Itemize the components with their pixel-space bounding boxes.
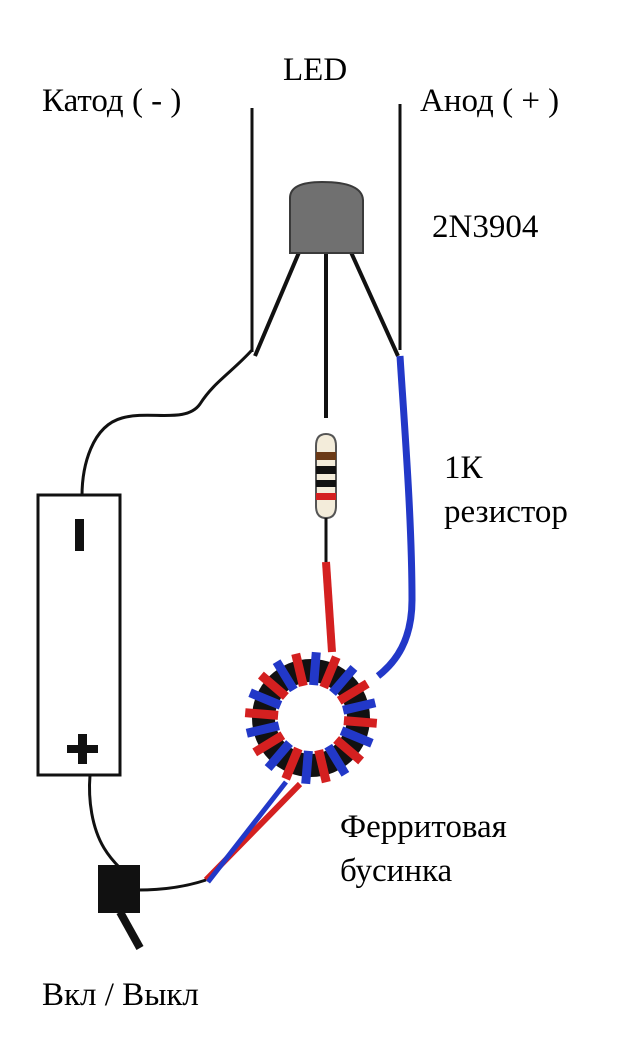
transistor-body (289, 180, 364, 254)
ferrite-winding (264, 740, 293, 772)
switch (98, 865, 144, 950)
ferrite-winding (333, 736, 365, 765)
wire-cathode-to-battery (80, 348, 254, 497)
ferrite-winding (252, 731, 286, 757)
ferrite-winding (244, 708, 279, 720)
transistor-left-leg (253, 249, 302, 357)
anode-label: Анод ( + ) (420, 83, 560, 119)
battery-plus-icon-horizontal (67, 745, 98, 753)
red-wire-resistor-to-bead (322, 561, 336, 653)
ferrite-hole (275, 682, 347, 754)
switch-body (98, 865, 140, 913)
transistor-right-leg (348, 249, 400, 357)
ferrite-windings (244, 651, 378, 785)
ferrite-winding (257, 671, 289, 700)
ferrite-winding (324, 743, 350, 777)
wire-switch-to-junction (137, 878, 207, 892)
ferrite-winding (314, 749, 331, 784)
resistor-label: 1К резистор (444, 446, 568, 534)
ferrite-winding (309, 651, 321, 686)
blue-wire-bead-to-switch (206, 780, 288, 884)
cathode-label: Катод ( - ) (42, 83, 182, 119)
resistor (315, 432, 337, 562)
led-label: LED (283, 52, 348, 88)
switch-label: Вкл / Выкл (42, 977, 199, 1013)
switch-lever (116, 910, 144, 950)
ferrite-label: Ферритовая бусинка (340, 805, 507, 893)
ferrite-winding (319, 655, 341, 690)
ferrite-bead (244, 651, 378, 785)
battery-minus-icon (75, 519, 84, 551)
transistor (253, 180, 400, 418)
ferrite-winding (281, 746, 303, 781)
resistor-band-brown (316, 452, 336, 460)
blue-wire-anode-to-bead (375, 355, 416, 679)
resistor-band-black-1 (316, 466, 336, 474)
ferrite-label-line2: бусинка (340, 853, 453, 889)
ferrite-winding (248, 688, 283, 710)
resistor-label-value: 1К (444, 450, 483, 486)
ferrite-label-line1: Ферритовая (340, 809, 507, 845)
resistor-body (315, 432, 337, 520)
ferrite-winding (329, 664, 358, 696)
resistor-label-name: резистор (444, 494, 568, 530)
ferrite-winding (336, 679, 370, 705)
ferrite-winding (343, 716, 378, 728)
ferrite-winding (245, 721, 280, 738)
wire-battery-to-switch (88, 774, 122, 870)
resistor-band-black-2 (316, 480, 336, 487)
transistor-label: 2N3904 (432, 209, 539, 245)
ferrite-winding (339, 726, 374, 748)
ferrite-winding (291, 652, 308, 687)
ferrite-winding (301, 750, 313, 785)
ferrite-winding (272, 659, 298, 693)
resistor-band-red (316, 493, 336, 500)
ferrite-winding (342, 698, 377, 715)
battery (36, 493, 122, 777)
